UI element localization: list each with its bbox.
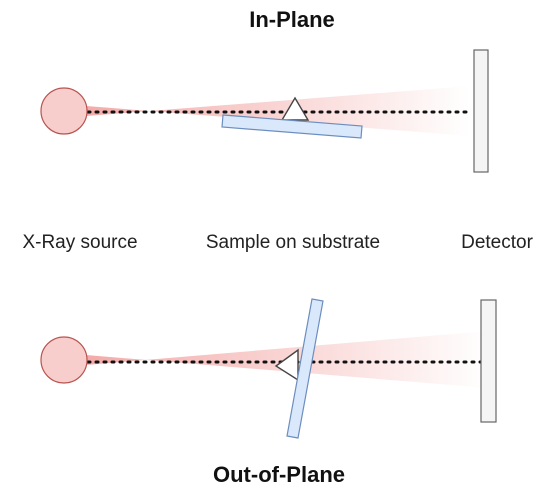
in-plane-detector	[473, 49, 489, 173]
out-of-plane-substrate	[286, 298, 324, 439]
in-plane-title: In-Plane	[249, 7, 335, 32]
label-sample-on-substrate: Sample on substrate	[206, 232, 380, 253]
out-of-plane-sample-triangle	[274, 348, 299, 382]
in-plane-sample-triangle	[280, 96, 310, 121]
out-of-plane-diagram: Out-of-Plane	[40, 298, 497, 487]
label-detector: Detector	[461, 232, 533, 253]
in-plane-diagram: In-Plane	[40, 7, 489, 173]
out-of-plane-title: Out-of-Plane	[213, 462, 345, 487]
label-xray-source: X-Ray source	[22, 232, 137, 253]
out-of-plane-xray-source	[40, 336, 88, 384]
component-labels: X-Ray source Sample on substrate Detecto…	[22, 232, 533, 253]
in-plane-xray-source	[40, 87, 88, 135]
in-plane-substrate	[221, 114, 363, 139]
in-plane-xray-beam	[86, 86, 470, 136]
out-of-plane-detector	[480, 299, 497, 423]
